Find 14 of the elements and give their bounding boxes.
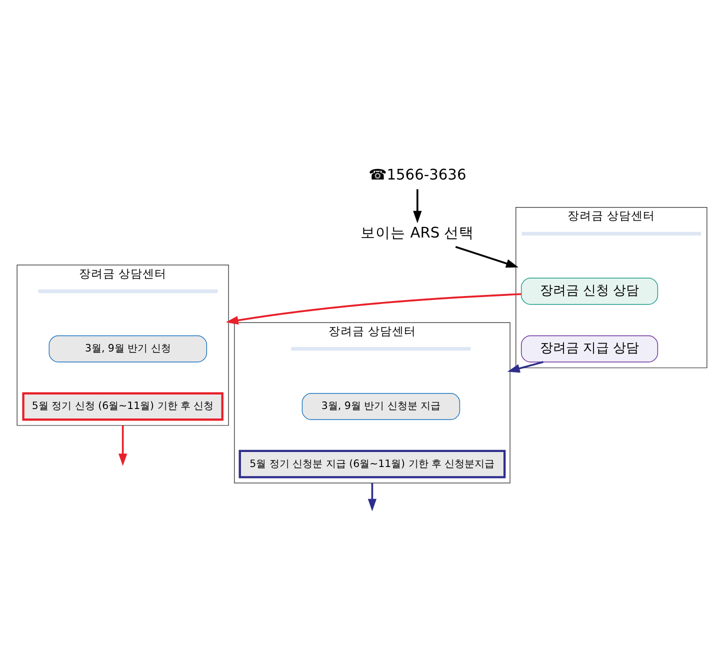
node-box: 5월 정기 신청 (6월~11월) 기한 후 신청 — [22, 392, 224, 420]
arrow — [118, 424, 128, 466]
arrow — [507, 360, 544, 372]
arrow — [368, 482, 377, 511]
node-text: ☎1566-3636 — [368, 166, 466, 184]
arrow — [226, 292, 522, 324]
node-box: 3월, 9월 반기 신청 — [48, 334, 208, 362]
node-box: 장려금 신청 상담 — [520, 277, 658, 304]
node-box: 3월, 9월 반기 신청분 지급 — [302, 392, 460, 420]
node-text: 보이는 ARS 선택 — [360, 224, 474, 241]
node-box: 5월 정기 신청분 지급 (6월~11월) 기한 후 신청분지급 — [238, 449, 506, 478]
arrow — [413, 188, 422, 223]
node-box: 장려금 지급 상담 — [520, 334, 658, 362]
arrow — [455, 245, 518, 268]
